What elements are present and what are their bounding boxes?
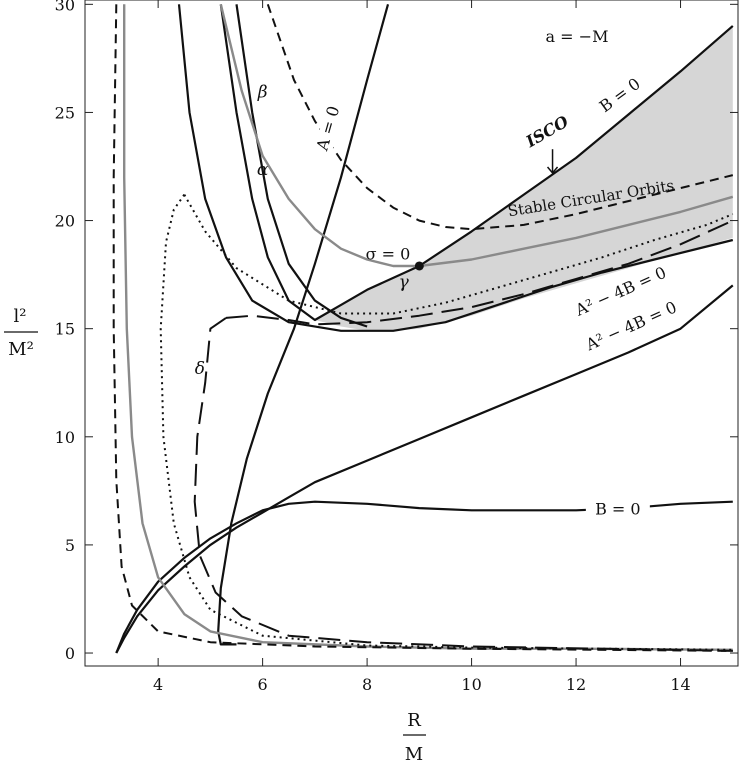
y-tick-label: 15 <box>55 320 75 339</box>
spin-parameter-label: a = −M <box>546 27 609 46</box>
curve-13 <box>225 219 734 326</box>
label-isco: ISCO <box>522 112 572 152</box>
x-tick-label: 6 <box>258 675 268 694</box>
label-discriminant-lower-bg <box>568 292 695 362</box>
x-tick-label: 4 <box>153 675 163 694</box>
label-delta: δ <box>195 359 205 379</box>
stable-orbits-shade <box>314 25 733 331</box>
y-tick-label: 20 <box>55 212 75 231</box>
curve-9 <box>112 4 733 652</box>
curve-11 <box>159 194 733 651</box>
curve-8 <box>219 4 734 268</box>
curve-1 <box>177 4 734 332</box>
curve-5 <box>115 500 733 654</box>
curve-12 <box>183 194 734 315</box>
x-tick-label: 14 <box>670 675 690 694</box>
label-alpha: α <box>257 160 269 180</box>
label-b-zero-lower: B = 0 <box>595 500 641 519</box>
y-tick-label: 10 <box>55 428 75 447</box>
stable-orbits-region <box>314 25 733 331</box>
y-tick-label: 5 <box>65 536 75 555</box>
y-tick-label: 0 <box>65 644 75 663</box>
label-b-zero-lower-bg <box>585 501 650 520</box>
x-label-denominator: M <box>405 744 423 765</box>
y-tick-label: 30 <box>55 0 75 14</box>
isco-point <box>414 261 424 271</box>
curve-series <box>112 3 734 654</box>
x-label-numerator: R <box>407 710 421 731</box>
curve-7 <box>123 4 733 651</box>
curve-10 <box>266 3 734 231</box>
label-sigma-zero: σ = 0 <box>366 244 411 263</box>
y-label-numerator: l² <box>14 306 27 327</box>
curve-3 <box>235 4 368 328</box>
label-b-zero-upper-bg <box>587 68 655 125</box>
plot-frame <box>84 0 739 667</box>
x-tick-label: 12 <box>566 675 586 694</box>
y-ticks: 0 5 10 15 20 25 30 <box>55 0 738 663</box>
curve-14 <box>193 317 733 652</box>
label-gamma: γ <box>399 273 410 293</box>
curve-2 <box>219 4 734 322</box>
x-tick-label: 10 <box>461 675 481 694</box>
y-label-denominator: M² <box>8 339 34 360</box>
label-a-zero-bg <box>312 97 347 160</box>
y-tick-label: 25 <box>55 103 75 122</box>
label-discriminant-upper-bg <box>558 257 685 328</box>
x-tick-label: 8 <box>362 675 372 694</box>
x-ticks: 4 6 8 10 12 14 <box>153 0 691 694</box>
curve-6 <box>115 284 734 654</box>
isco-arrow-head <box>546 166 559 175</box>
label-beta: β <box>257 82 268 102</box>
